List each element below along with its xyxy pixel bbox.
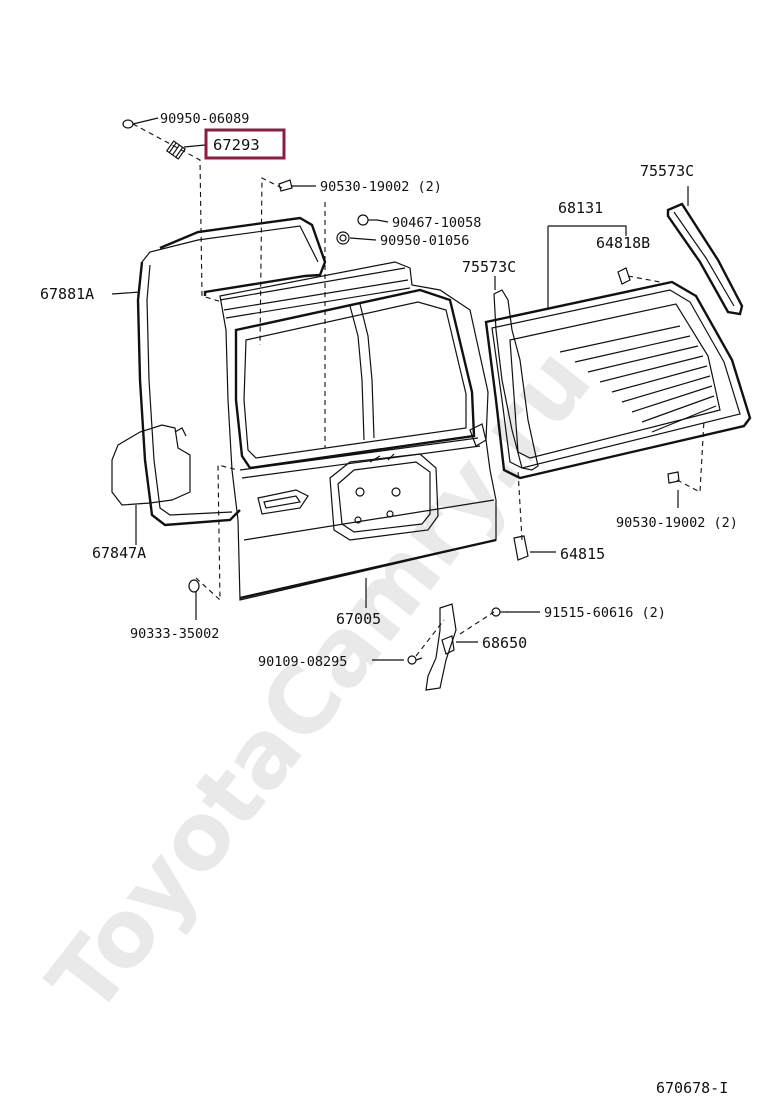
- molding-75573c-right: [666, 202, 744, 316]
- label-90530-19002-top: 90530-19002 (2): [320, 179, 442, 195]
- label-75573c-right: 75573C: [640, 162, 694, 180]
- label-90109-08295: 90109-08295: [258, 654, 347, 670]
- part-labels: 90950-06089 67293 90530-19002 (2) 90467-…: [40, 111, 738, 1097]
- highlight-box: [204, 128, 286, 160]
- molding-75573c-left: [493, 289, 539, 471]
- back-door-67005: [219, 261, 497, 601]
- label-67293: 67293: [213, 136, 260, 154]
- label-67881a: 67881A: [40, 285, 94, 303]
- label-90950-01056: 90950-01056: [380, 233, 469, 249]
- weatherstrip-67881a: [136, 216, 327, 527]
- label-64818b: 64818B: [596, 234, 650, 252]
- leader-lines: [111, 117, 705, 661]
- label-67005: 67005: [336, 610, 381, 628]
- label-90950-06089: 90950-06089: [160, 111, 249, 127]
- figure-code: 670678-I: [656, 1079, 728, 1097]
- label-91515-60616: 91515-60616 (2): [544, 605, 666, 621]
- label-67847a: 67847A: [92, 544, 146, 562]
- label-90530-19002-right: 90530-19002 (2): [616, 515, 738, 531]
- label-75573c-left: 75573C: [462, 258, 516, 276]
- label-90333-35002: 90333-35002: [130, 626, 219, 642]
- label-68650: 68650: [482, 634, 527, 652]
- cover-67847a: [111, 424, 191, 506]
- watermark: ToyotaCamry.ru: [28, 328, 612, 1033]
- label-68131: 68131: [558, 199, 603, 217]
- rear-glass-68131: [484, 280, 752, 480]
- label-90467-10058: 90467-10058: [392, 215, 481, 231]
- label-64815: 64815: [560, 545, 605, 563]
